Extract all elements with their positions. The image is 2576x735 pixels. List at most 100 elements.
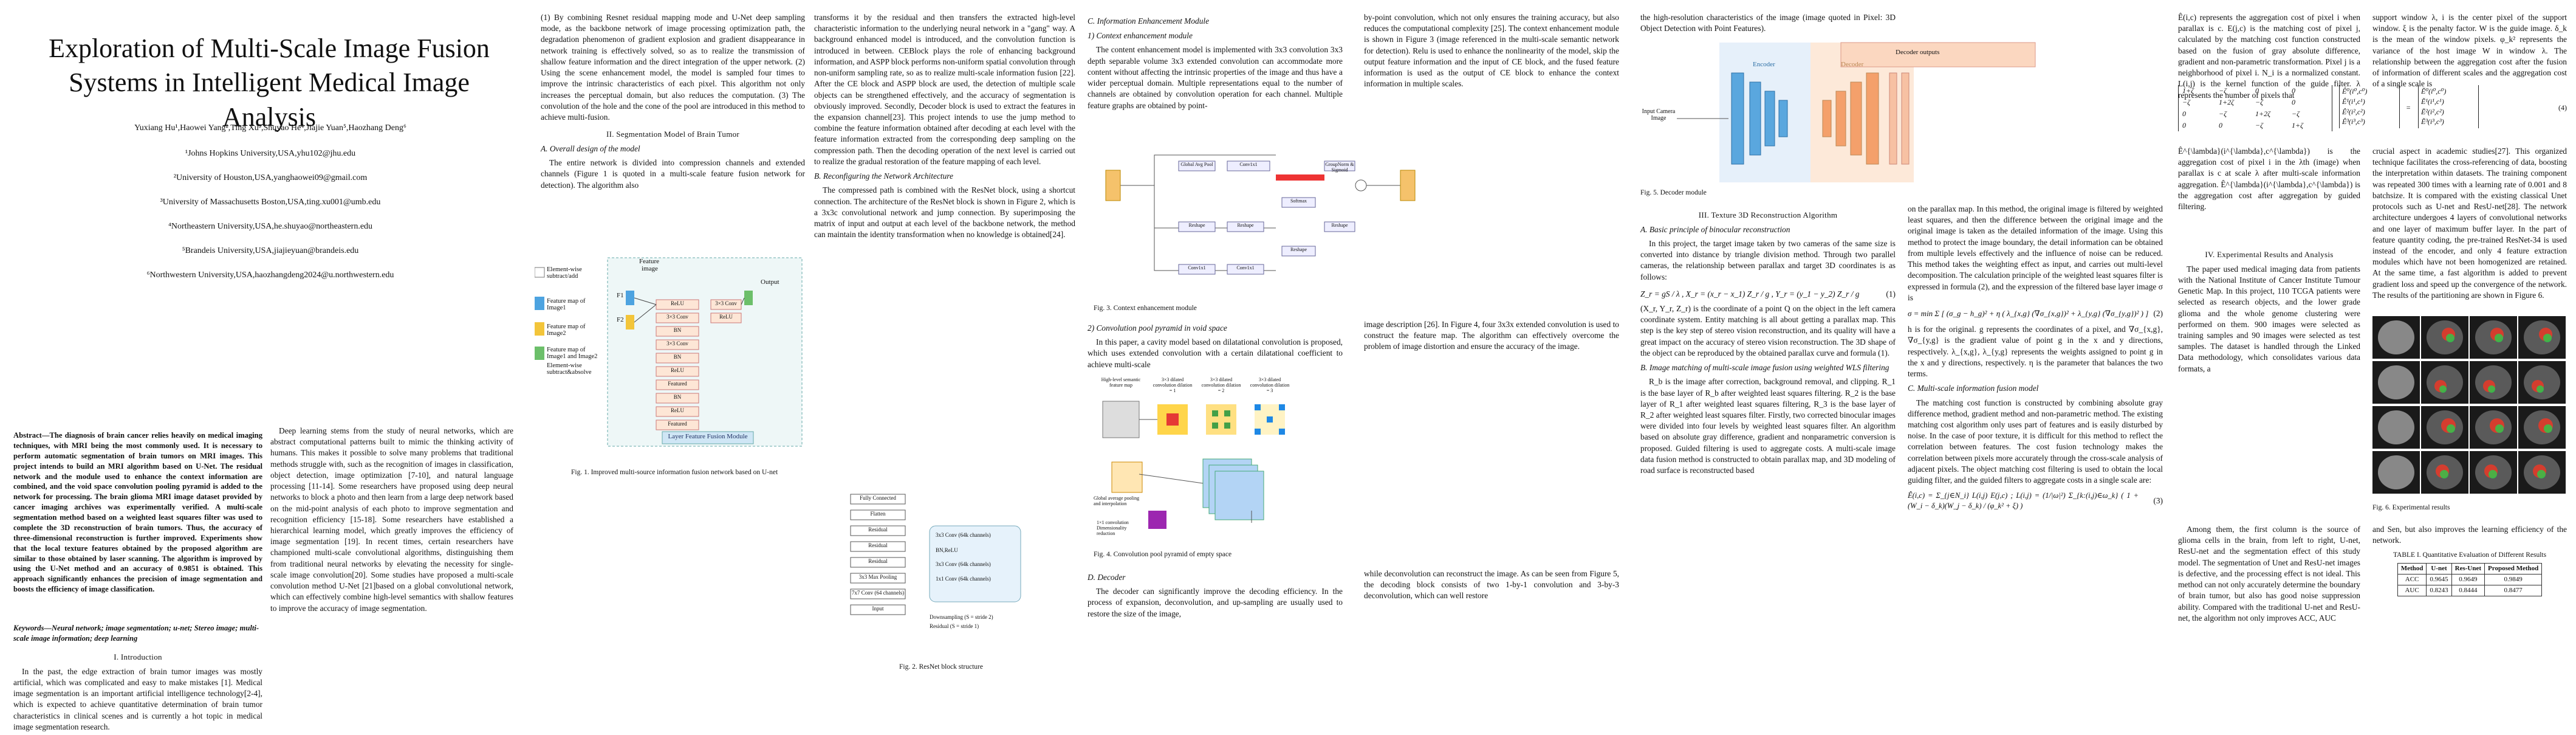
equation-3-number: (3) [2153,496,2163,506]
fig5-input-label: Input Camera Image [1642,108,1676,122]
fig3-label-1: Global Avg Pool [1180,162,1213,167]
fig3-label-10: Reshape [1331,223,1348,228]
fig1-legend-5: Element-wise subtract&absolve [547,362,592,376]
figure-2: Fully Connected Flatten Residual Residua… [838,489,1039,657]
fig1-block-1: ReLU [671,300,684,306]
subsection-a-heading: A. Overall design of the model [541,143,640,153]
fig2-block-4: Residual [868,542,888,548]
vector-cell: Ĕ¹(i¹,c¹) [2421,97,2444,106]
fig2-block-3: Residual [868,526,888,533]
column-5-mid: 2) Convolution pool pyramid in void spac… [1088,319,1343,373]
col7-paragraph-4: R_b is the image after correction, backg… [1640,377,1896,475]
fig1-block-7: Featured [668,381,687,387]
column-9: Ê(i,c) represents the aggregation cost o… [2178,12,2360,103]
matrix-cell: 1+2ζ [2219,98,2234,106]
affiliation-6: ⁶Northwestern University,USA,haozhangden… [146,271,394,280]
table-header-cell: Proposed Method [2484,563,2543,575]
col4-paragraph-2: The compressed path is combined with the… [814,185,1075,240]
introduction-heading: I. Introduction [114,652,162,661]
column-6-mid: image description [26]. In Figure 4, fou… [1364,319,1619,355]
figure-3: Global Avg Pool Conv1x1 GroupNorm & Sigm… [1094,137,1434,301]
author-list: Yuxiang Hu¹,Haowei Yang²,Ting Xu³,Shuyao… [134,123,406,133]
column-10-bottom: and Sen, but also improves the learning … [2372,524,2567,596]
column-6-bottom: while deconvolution can reconstruct the … [1364,568,1619,604]
col9-paragraph-1: Ê(i,c) represents the aggregation cost o… [2178,13,2360,100]
matrix-cell: 0 [2292,86,2295,95]
abstract: Abstract—The diagnosis of brain cancer r… [13,431,262,594]
subsection-d-heading: D. Decoder [1088,573,1126,582]
table-cell: 0.8444 [2451,584,2485,596]
subsubsection-2-heading: 2) Convolution pool pyramid in void spac… [1088,323,1227,333]
dilation-grid-1 [1157,404,1188,435]
figure-5-caption: Fig. 5. Decoder module [1640,189,1707,196]
fig5-diagram [1677,42,2036,182]
results-table: Method U-net Res-Unet Proposed Method AC… [2397,563,2543,596]
fig4-title-5: Global average pooling and interpolation [1094,495,1140,506]
fig1-feature-label: Feature [639,258,659,265]
fig2-side-4: 1x1 Conv (64k channels) [936,576,991,582]
fig4-title-4: 3×3 dilated convolution dilation = 3 [1250,377,1290,393]
col8-paragraph-2: h is for the original. g represents the … [1908,325,2163,379]
matrix-cell: −ζ [2219,109,2227,118]
section-4: IV. Experimental Results and Analysis Th… [2178,243,2360,377]
paper-title: Exploration of Multi-Scale Image Fusion … [49,33,490,132]
fig1-block-11: 3×3 Conv [715,300,737,306]
section-4-heading: IV. Experimental Results and Analysis [2205,250,2334,259]
fig1-block-2: 3×3 Conv [666,314,688,320]
column-5-bottom: D. Decoder The decoder can significantly… [1088,568,1343,622]
legend-image1-icon [535,297,544,310]
legend-subtract-icon [534,267,545,278]
equation-3: Ê(i,c) = Σ_{j∈N_i} L(i,j) E(j,c) ; L(i,j… [1908,491,2139,511]
fig1-block-4: 3×3 Conv [666,340,688,347]
fig1-block-5: BN [673,354,682,360]
column-4: transforms it by the residual and then t… [814,12,1075,243]
fig1-block-8: BN [673,394,682,400]
fig2-block-8: Input [872,606,884,612]
fig4-title-3: 3×3 dilated convolution dilation = 2 [1201,377,1241,393]
col9-paragraph-2: Ê^{\lambda}(i^{\lambda},c^{\lambda}) is … [2178,147,2360,212]
fig2-block-1: Fully Connected [860,495,896,501]
fig2-side-1: 3x3 Conv (64k channels) [936,532,991,538]
fig1-image-label: image [642,265,658,272]
equation-2-row: σ = min Σ [ (σ_g − h_g)² + η ( λ_{x,g} (… [1908,308,2163,319]
column-9-bottom: Among them, the first column is the sour… [2178,524,2360,626]
table-header-cell: Method [2397,563,2427,575]
matrix-cell: 1+ζ [2182,86,2194,95]
figure-5: Input Camera Image Encoder Decoder Decod… [1640,36,2041,185]
affiliation-2: ²University of Houston,USA,yanghaowei09@… [173,173,368,182]
fig3-label-2: Conv1x1 [1239,162,1258,167]
col10-paragraph-5: and Sen, but also improves the learning … [2372,525,2567,545]
subsection-c-heading: C. Information Enhancement Module [1088,16,1210,26]
fig1-output-label: Output [761,278,779,286]
col5-paragraph-1: The content enhancement model is impleme… [1088,45,1343,110]
fig3-label-3: GroupNorm & Sigmoid [1325,162,1354,173]
affiliation-1: ¹Johns Hopkins University,USA,yhu102@jhu… [185,149,356,158]
column-10-mid: crucial aspect in academic studies[27]. … [2372,146,2567,303]
column-10-top: support window λ, i is the center pixel … [2372,12,2567,92]
fig5-decoder-label: Decoder [1841,61,1864,68]
figure-6 [2372,316,2567,499]
figure-6-caption: Fig. 6. Experimental results [2372,504,2450,511]
vector-cell: Ĕ³(i³,c³) [2421,117,2444,126]
subsection-3a-heading: A. Basic principle of binocular reconstr… [1640,224,1790,234]
table-cell: 0.9849 [2484,574,2543,585]
dilation-grid-2 [1206,404,1236,435]
fig2-diagram [850,494,1021,615]
fig3-label-4: Reshape [1188,223,1205,228]
fig2-block-2: Flatten [870,511,886,517]
intro-paragraph: In the past, the edge extraction of brai… [13,666,262,731]
matrix-cell: 0 [2292,98,2295,106]
column-5-top: C. Information Enhancement Module 1) Con… [1088,12,1343,114]
col10-paragraph-4: Among them, the first column is the sour… [2178,525,2360,623]
vector-cell: Ê¹(i¹,c¹) [2342,97,2365,106]
col8-paragraph-1: on the parallax map. In this method, the… [1908,204,2163,302]
col10-paragraph-3: The paper used medical imaging data from… [2178,264,2360,373]
table-header-cell: U-net [2426,563,2452,575]
fig3-input-map [1105,170,1121,201]
fig5-outputs-label: Decoder outputs [1896,49,1940,56]
dilation-grid-3 [1255,404,1285,435]
table-cell: 0.8243 [2426,584,2452,596]
fig2-block-7: 7x7 Conv (64 channels) [851,590,905,596]
